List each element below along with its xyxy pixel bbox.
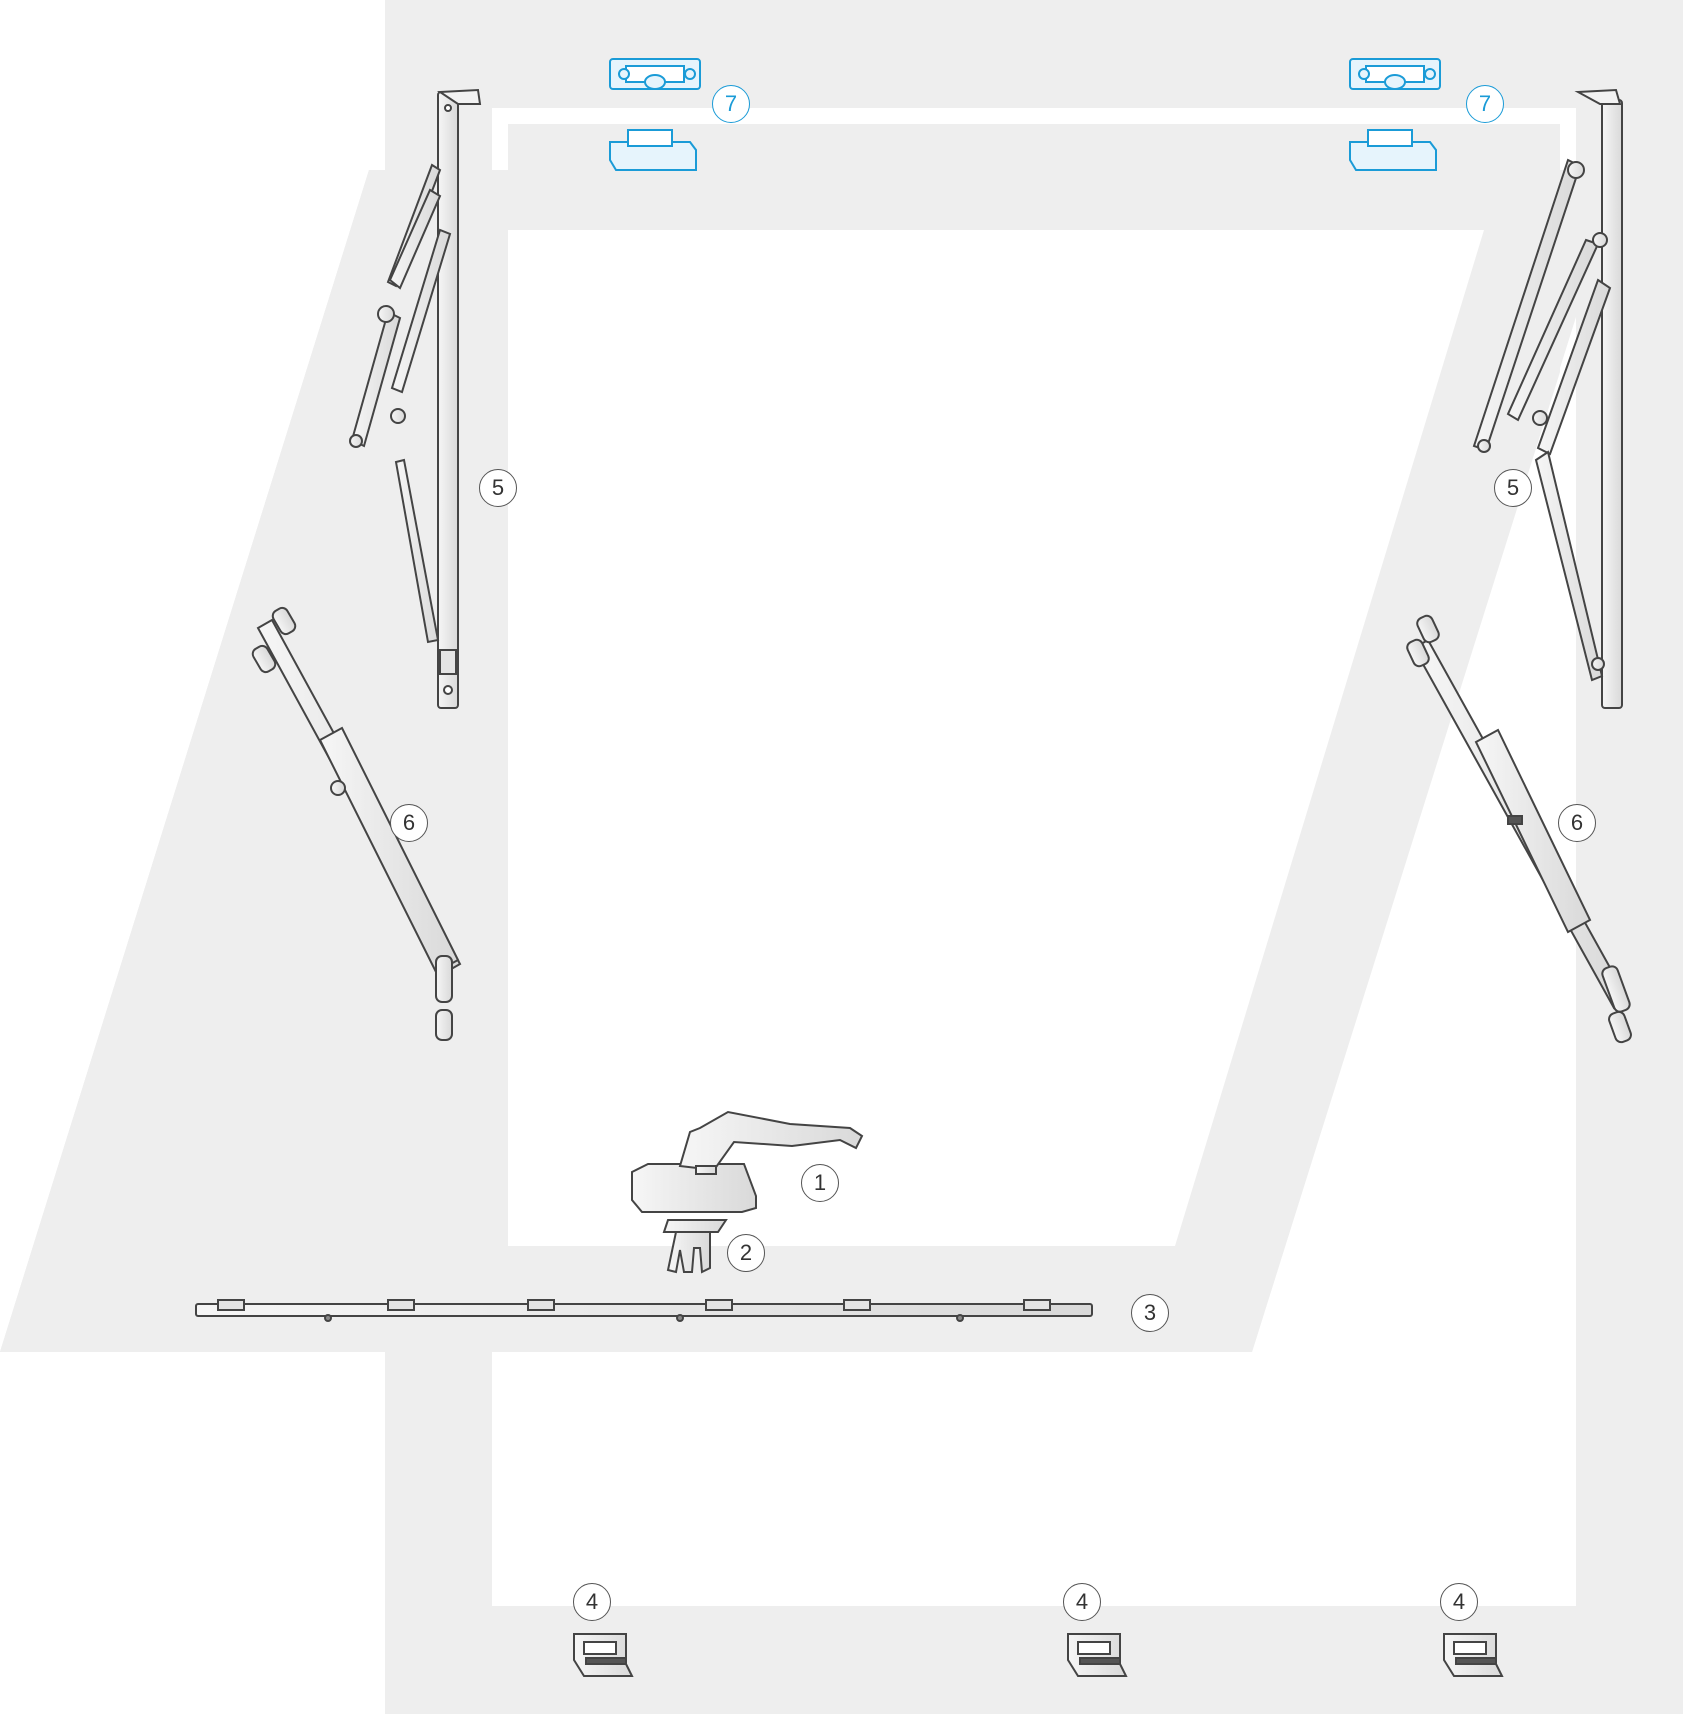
callout-7-right: 7 (1466, 85, 1504, 123)
keep-bottom-2 (1067, 1633, 1128, 1677)
callout-6-left: 6 (390, 804, 428, 842)
keep-bottom-3 (1443, 1633, 1504, 1677)
callout-5-right: 5 (1494, 469, 1532, 507)
callout-4-middle: 4 (1063, 1583, 1101, 1621)
handle (631, 1110, 864, 1213)
callout-4-left: 4 (573, 1583, 611, 1621)
wedge-keep-right (1349, 58, 1441, 171)
keep-bottom-1 (573, 1633, 634, 1677)
sash-right-stile (1178, 230, 1560, 1352)
callout-7-left: 7 (712, 85, 750, 123)
callout-2: 2 (727, 1234, 765, 1272)
sash-bottom-rail (508, 1246, 1252, 1352)
callout-3: 3 (1131, 1294, 1169, 1332)
restrictor-stay-left (251, 606, 462, 1041)
friction-stay-right (1472, 88, 1623, 709)
callout-4-right: 4 (1440, 1583, 1478, 1621)
callout-1: 1 (801, 1164, 839, 1202)
sash-left-stile (0, 170, 369, 1352)
spindle (662, 1219, 728, 1274)
inner-sash-parallelogram (0, 124, 1622, 1352)
callout-5-left: 5 (479, 469, 517, 507)
espagnolette-bar (195, 1299, 1093, 1322)
callout-6-right: 6 (1558, 804, 1596, 842)
friction-stay-left (349, 88, 482, 709)
restrictor-stay-right (1406, 614, 1632, 1044)
wedge-keep-left (609, 58, 701, 171)
